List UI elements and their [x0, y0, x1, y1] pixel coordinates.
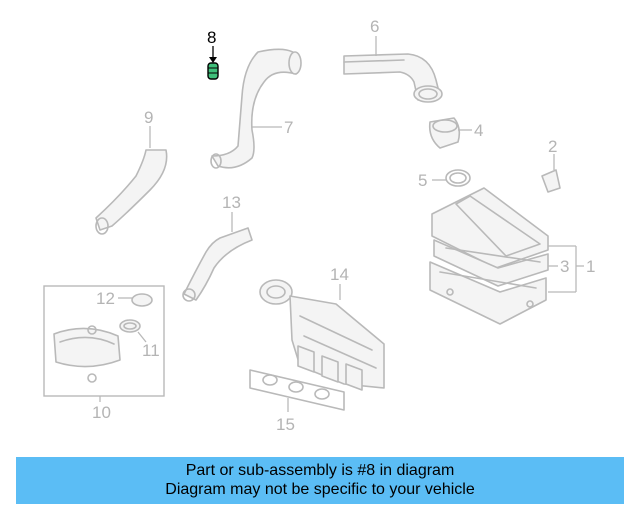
- callout-6: 6: [370, 17, 379, 36]
- part-10-inset-box[interactable]: 12 11 10: [43, 285, 165, 422]
- part-14-intake-manifold[interactable]: 14: [259, 265, 385, 391]
- part-1-air-cleaner[interactable]: 3 1: [429, 187, 595, 325]
- part-15-manifold-gasket[interactable]: 15: [249, 369, 345, 434]
- callout-15: 15: [276, 415, 295, 434]
- info-banner: Part or sub-assembly is #8 in diagram Di…: [16, 457, 624, 504]
- banner-line-2: Diagram may not be specific to your vehi…: [165, 481, 475, 498]
- parts-diagram: 6 7 8 4 5 2: [43, 17, 595, 434]
- callout-7: 7: [284, 118, 293, 137]
- callout-8: 8: [207, 28, 216, 47]
- banner-line-1: Part or sub-assembly is #8 in diagram: [185, 462, 455, 479]
- callout-11: 11: [142, 341, 160, 360]
- part-4-flow-sensor[interactable]: 4: [428, 117, 484, 149]
- callout-13: 13: [222, 193, 241, 212]
- part-8-clamp[interactable]: 8: [207, 28, 219, 80]
- part-6-intake-duct[interactable]: 6: [343, 17, 443, 103]
- callout-9: 9: [144, 108, 153, 127]
- part-5-gasket[interactable]: 5: [418, 169, 471, 190]
- callout-1: 1: [586, 257, 595, 276]
- callout-2: 2: [548, 137, 557, 156]
- part-2-bracket[interactable]: 2: [541, 137, 561, 193]
- callout-4: 4: [474, 121, 483, 140]
- part-7-hose[interactable]: 7: [210, 48, 302, 169]
- callout-14: 14: [330, 265, 349, 284]
- callout-10: 10: [92, 403, 111, 422]
- part-13-elbow-duct[interactable]: 13: [182, 193, 253, 302]
- callout-12: 12: [96, 289, 115, 308]
- callout-3: 3: [560, 257, 569, 276]
- part-9-intake-pipe[interactable]: 9: [95, 108, 168, 235]
- callout-5: 5: [418, 171, 427, 190]
